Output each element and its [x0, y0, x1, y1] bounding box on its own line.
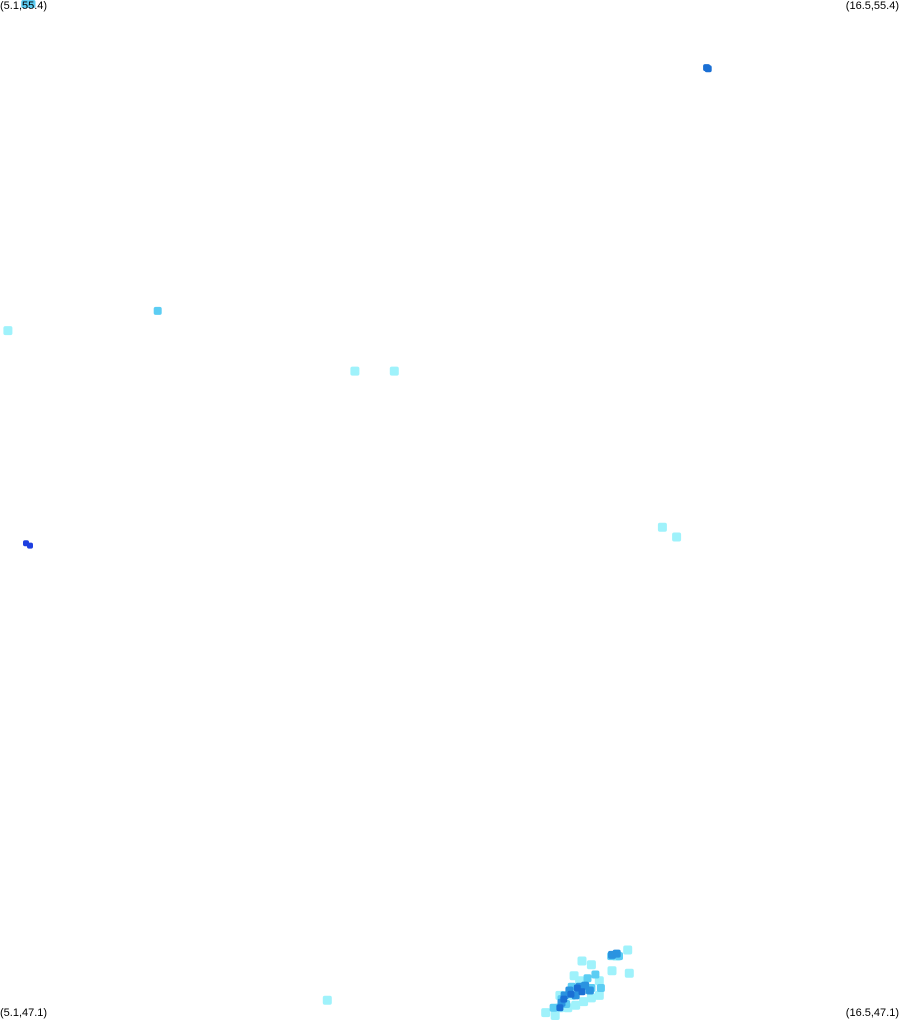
- corner-label-top-left: (5.1,55.4): [0, 0, 48, 12]
- precip-cell-deep: [560, 995, 568, 1003]
- precip-cell-medium: [591, 970, 600, 979]
- precip-cell-strong: [585, 986, 594, 995]
- precip-cell-light: [550, 1011, 560, 1020]
- precip-cell-light: [571, 1000, 581, 1010]
- precip-cell-deep: [573, 984, 581, 992]
- precip-cell-medium: [153, 306, 162, 315]
- precip-cell-deep: [567, 990, 575, 998]
- precip-cell-light: [577, 956, 587, 966]
- precip-cell-medium: [583, 974, 592, 983]
- corner-label-bottom-left: (5.1,47.1): [0, 1007, 48, 1019]
- precip-cell-light: [586, 960, 596, 970]
- precip-cell-light: [350, 366, 360, 376]
- precip-cell-deep: [556, 1004, 564, 1012]
- precip-cell-medium: [27, 0, 36, 8]
- precip-cell-light: [586, 993, 596, 1003]
- corner-label-bottom-right: (16.5,47.1): [845, 1007, 899, 1019]
- precip-cell-light: [607, 966, 617, 976]
- precip-cell-darkest: [27, 542, 33, 549]
- precip-cell-light: [3, 326, 13, 336]
- precip-cell-light: [594, 990, 604, 1000]
- precip-cell-light: [322, 995, 332, 1005]
- precip-cell-light: [389, 366, 399, 376]
- precip-cell-light: [541, 1008, 551, 1018]
- precip-cell-deep: [704, 65, 712, 73]
- precip-cell-medium: [549, 1003, 558, 1012]
- precip-cell-light: [623, 945, 633, 955]
- corner-label-top-right: (16.5,55.4): [845, 0, 899, 12]
- precip-cell-strong: [612, 949, 621, 958]
- precip-cell-light: [579, 997, 589, 1007]
- precip-cell-medium: [21, 0, 30, 8]
- precip-cell-light: [657, 522, 667, 532]
- precip-cell-medium: [596, 984, 605, 992]
- precip-cell-light: [672, 532, 682, 542]
- precip-cell-light: [624, 968, 634, 978]
